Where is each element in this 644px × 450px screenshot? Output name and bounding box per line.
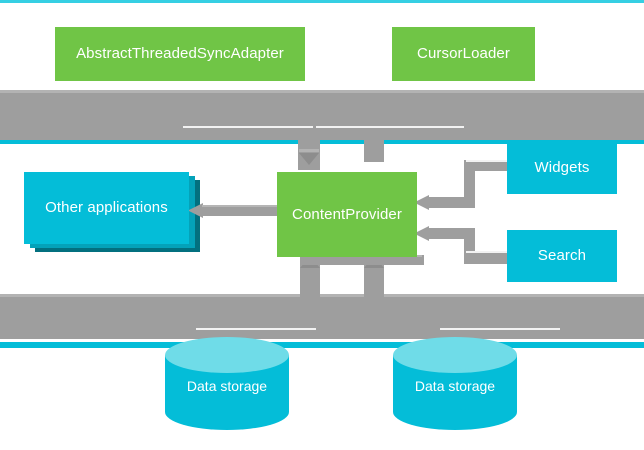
label-data-storage-left: Data storage <box>186 378 268 394</box>
storage-cyan-rule-light <box>0 0 644 3</box>
storage-cyan-rule <box>0 342 644 348</box>
arrow-sync-adapter-to-contentprovider <box>298 130 320 170</box>
lower-band-separator-right <box>440 328 560 330</box>
lower-connector-band <box>0 297 644 331</box>
label-data-storage-right: Data storage <box>414 378 496 394</box>
upper-band-highlight <box>0 90 644 93</box>
lower-band-separator-left <box>196 328 316 330</box>
lower-band-lower-strip <box>0 330 644 339</box>
upper-connector-band <box>0 92 644 130</box>
node-search[interactable]: Search <box>507 230 617 282</box>
cylinder-data-storage-left[interactable] <box>165 337 289 430</box>
arrow-cursorloader-to-contentprovider <box>364 130 384 162</box>
node-content-provider[interactable]: ContentProvider <box>277 172 417 257</box>
elbow-search-to-contentprovider <box>414 226 512 264</box>
node-abstract-threaded-sync-adapter[interactable]: AbstractThreadedSyncAdapter <box>55 27 305 81</box>
node-widgets[interactable]: Widgets <box>507 142 617 194</box>
upper-cyan-rule <box>0 140 644 144</box>
cylinder-data-storage-right[interactable] <box>393 337 517 430</box>
lower-band-highlight <box>0 294 644 297</box>
upper-band-separator-right <box>316 126 464 128</box>
elbow-widgets-to-contentprovider <box>414 160 512 210</box>
node-cursor-loader[interactable]: CursorLoader <box>392 27 535 81</box>
node-other-applications[interactable]: Other applications <box>24 172 189 244</box>
upper-band-separator-left <box>183 126 313 128</box>
upper-band-lower-strip <box>0 129 644 140</box>
arrow-contentprovider-to-other-applications <box>188 203 292 218</box>
